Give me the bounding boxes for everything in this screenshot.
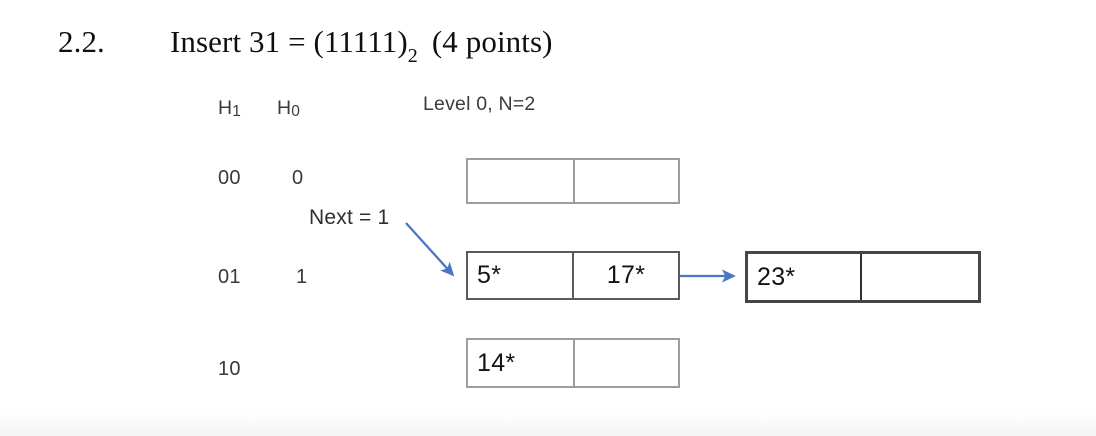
header-h0-subscript: 0	[291, 103, 301, 120]
overflow-chain-arrow-icon	[680, 269, 736, 283]
bucket-cell	[860, 254, 978, 300]
header-h1-subscript: 1	[232, 103, 242, 120]
bucket-cell	[468, 160, 573, 202]
next-pointer-arrow-icon	[405, 222, 455, 277]
bucket-cell: 5*	[477, 261, 502, 289]
bucket-cell: 23*	[757, 262, 796, 291]
page-bottom-edge	[0, 412, 1096, 436]
overflow-bucket-row-01: 23*	[745, 251, 981, 303]
row-label-h1-10: 10	[218, 358, 241, 380]
row-label-h1-00: 00	[218, 167, 241, 189]
row-label-h0-00: 0	[292, 167, 304, 189]
header-h1: H1	[218, 97, 241, 120]
header-h0: H0	[277, 97, 300, 120]
bucket-cell	[573, 340, 678, 386]
title-insert-text: Insert 31 = (11111)	[170, 24, 408, 59]
bucket-cell: 14*	[477, 348, 516, 377]
page-title: 2.2. Insert 31 = (11111)2 (4 points)	[58, 24, 553, 66]
header-h0-letter: H	[277, 97, 292, 119]
next-pointer-label: Next = 1	[309, 206, 390, 229]
bucket-cell	[573, 160, 678, 202]
row-label-h0-01: 1	[296, 266, 308, 288]
row-label-h1-01: 01	[218, 266, 241, 288]
header-h1-letter: H	[218, 97, 233, 119]
bucket-row-01: 5* 17*	[466, 251, 680, 300]
title-subscript: 2	[407, 45, 418, 68]
bucket-row-10: 14*	[466, 338, 680, 388]
bucket-row-00	[466, 158, 680, 204]
title-number: 2.2.	[58, 24, 105, 59]
title-points: (4 points)	[431, 24, 553, 59]
bucket-cell: 17*	[572, 253, 678, 298]
header-level-caption: Level 0, N=2	[423, 93, 536, 115]
